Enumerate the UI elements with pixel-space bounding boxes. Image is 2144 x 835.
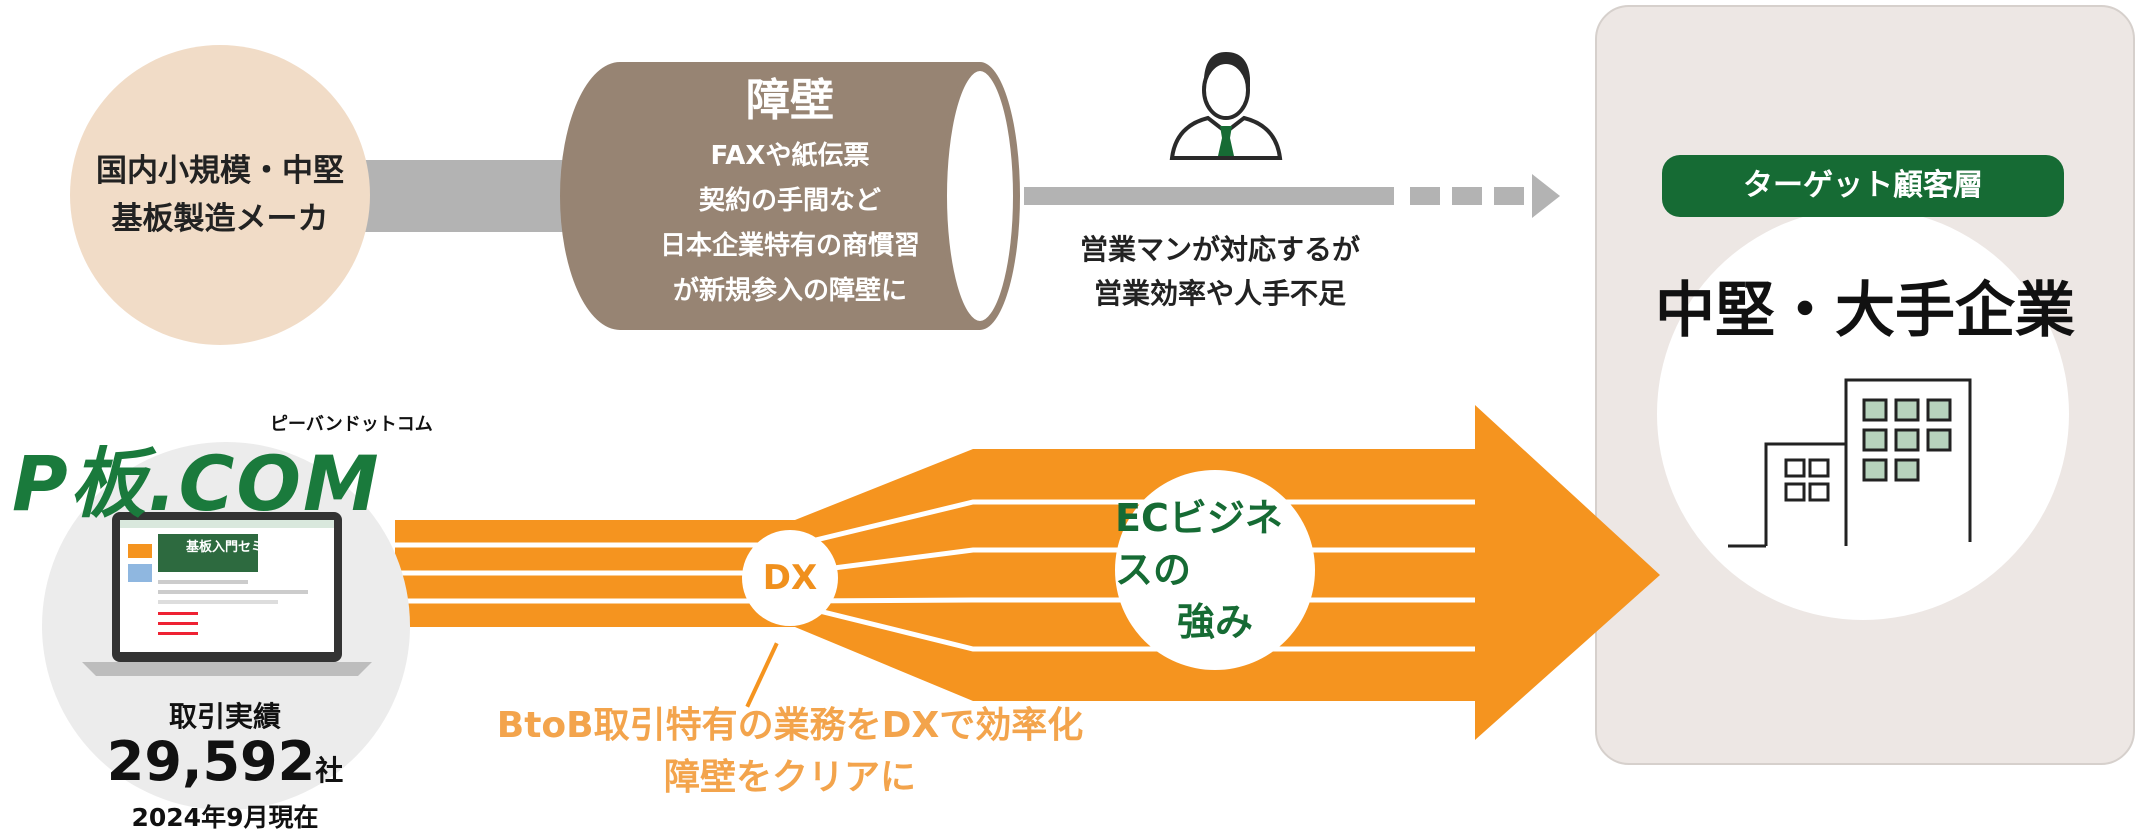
maker-connector-bar: [360, 160, 570, 232]
transaction-count: 29,592社: [60, 730, 390, 793]
dx-caption-line1: BtoB取引特有の業務をDXで効率化: [496, 705, 1084, 746]
maker-label-line2: 基板製造メーカ: [111, 201, 329, 237]
transaction-count-unit: 社: [315, 754, 344, 787]
dx-circle: DX: [742, 530, 838, 626]
barrier-line: FAXや紙伝票: [710, 141, 870, 171]
barrier-line: 契約の手間など: [698, 186, 881, 216]
transaction-count-value: 29,592: [106, 730, 316, 793]
barrier-title: 障壁: [746, 75, 834, 126]
ec-line2: 強み: [1176, 600, 1253, 644]
dx-caption-line2: 障壁をクリアに: [663, 757, 916, 798]
transaction-date: 2024年9月現在: [131, 803, 319, 832]
target-title: 中堅・大手企業: [1655, 276, 2075, 346]
barrier-lines: FAXや紙伝票 契約の手間など 日本企業特有の商慣習 が新規参入の障壁に: [565, 134, 1015, 314]
barrier-text: 障壁 FAXや紙伝票 契約の手間など 日本企業特有の商慣習 が新規参入の障壁に: [565, 68, 1015, 314]
laptop-banner: 基板入門セミナー: [186, 540, 291, 555]
sales-arrow: [1024, 174, 1560, 218]
dx-caption: BtoB取引特有の業務をDXで効率化 障壁をクリアに: [430, 700, 1150, 804]
ec-line1: ECビジネスの: [1115, 496, 1283, 592]
laptop-icon: [82, 512, 372, 676]
barrier-line: 日本企業特有の商慣習: [659, 231, 920, 261]
target-badge: ターゲット顧客層: [1662, 155, 2064, 217]
dx-stream-arrow: [395, 405, 1660, 740]
sales-text: 営業マンが対応するが 営業効率や人手不足: [1040, 228, 1400, 316]
pban-logo-kana: ピーバンドットコム: [270, 414, 433, 435]
maker-label-line1: 国内小規模・中堅: [96, 153, 344, 189]
transaction-label: 取引実績: [168, 700, 281, 733]
ec-strength-circle: ECビジネスの 強み: [1115, 470, 1315, 670]
barrier-line: が新規参入の障壁に: [672, 276, 907, 306]
sales-line1: 営業マンが対応するが: [1079, 233, 1360, 266]
maker-circle: 国内小規模・中堅 基板製造メーカ: [70, 45, 370, 345]
businessman-icon: [1169, 52, 1283, 160]
sales-line2: 営業効率や人手不足: [1093, 277, 1346, 310]
barrier-cylinder: [560, 62, 1020, 330]
pban-logo: P板.COM: [12, 439, 381, 528]
office-building-icon: [1728, 378, 1972, 548]
